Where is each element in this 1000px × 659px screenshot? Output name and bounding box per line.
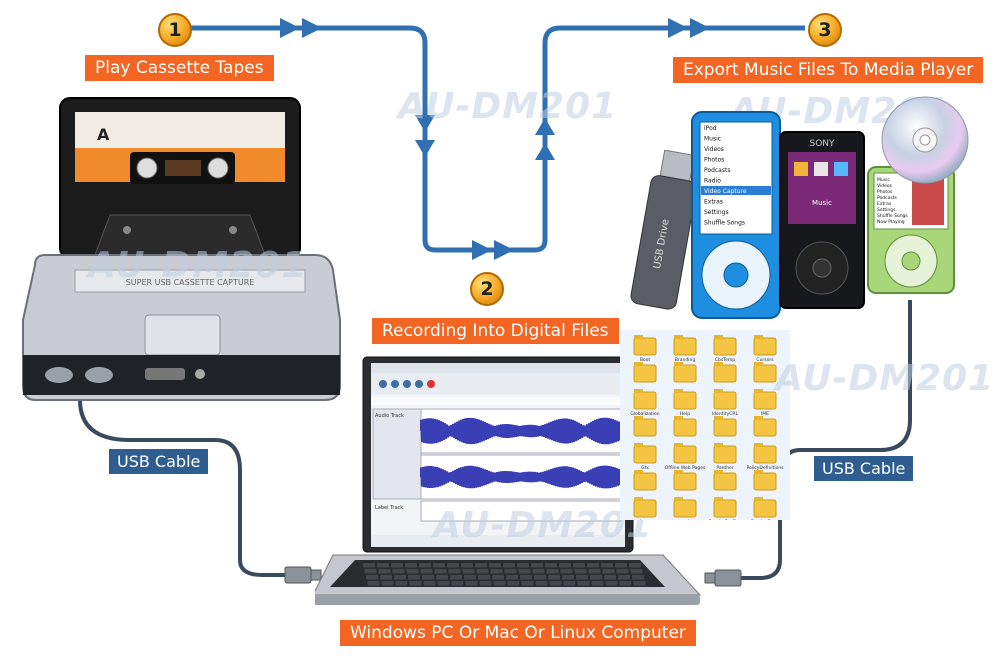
cassette-tape: A xyxy=(59,97,301,259)
player-body-text: SUPER USB CASSETTE CAPTURE xyxy=(126,278,255,287)
folder-label: PolicyDefinitions xyxy=(746,465,784,471)
folder-icon xyxy=(673,391,697,410)
step-3-label: Export Music Files To Media Player xyxy=(673,57,984,83)
folder-label: schemas xyxy=(635,519,656,520)
blue-menu-item: Settings xyxy=(704,209,729,216)
folder-label: security xyxy=(676,519,694,520)
green-menu-item: Shuffle Songs xyxy=(877,213,908,219)
blue-menu-item: Video Capture xyxy=(704,188,747,195)
folder-label: Offline Web Pages xyxy=(665,465,706,471)
folder-label: Branding xyxy=(675,357,696,363)
blue-menu-item: iPod xyxy=(704,125,717,132)
watermark-laptop: AU-DM201 xyxy=(433,505,653,546)
blue-menu-item: Photos xyxy=(704,157,724,164)
watermark-flow: AU-DM201 xyxy=(398,86,618,127)
folder-icon xyxy=(753,364,777,383)
folder-label: Panther xyxy=(716,465,734,471)
step-1-badge: 1 xyxy=(158,13,192,47)
folder-icon xyxy=(753,499,777,518)
folder-icon xyxy=(673,364,697,383)
step-1-label: Play Cassette Tapes xyxy=(85,55,274,81)
green-menu-item: Videos xyxy=(877,183,893,189)
sony-brand: SONY xyxy=(809,139,835,149)
folder-icon xyxy=(673,418,697,437)
folder-label: ServiceState xyxy=(751,519,780,520)
step-2-label: Recording Into Digital Files xyxy=(372,318,619,344)
folder-icon xyxy=(633,418,657,437)
folder-icon xyxy=(673,499,697,518)
folder-icon xyxy=(713,364,737,383)
blue-menu-item: Videos xyxy=(704,146,724,153)
green-menu-item: Now Playing xyxy=(877,219,905,225)
blue-menu-item: Radio xyxy=(704,178,721,185)
green-menu-item: Music xyxy=(877,177,890,183)
folder-icon xyxy=(633,391,657,410)
label-track-label: Label Track xyxy=(375,505,403,511)
folder-label: Cursors xyxy=(756,357,774,363)
folder-label: Globalization xyxy=(630,411,659,417)
cassette-side-label: A xyxy=(97,125,110,144)
audio-track-label: Audio Track xyxy=(375,413,404,419)
green-menu-item: Settings xyxy=(877,207,896,213)
player-body: SUPER USB CASSETTE CAPTURE xyxy=(22,254,341,401)
folder-icon xyxy=(753,391,777,410)
usb-drive: USB Drive xyxy=(630,150,697,310)
folder-icon xyxy=(633,499,657,518)
usb-cable-left-label: USB Cable xyxy=(109,449,209,474)
step-2-badge: 2 xyxy=(470,272,504,306)
folder-icon xyxy=(713,418,737,437)
folder-icon xyxy=(673,445,697,464)
folder-icon xyxy=(633,445,657,464)
folder-icon xyxy=(713,445,737,464)
blue-menu-item: Shuffle Songs xyxy=(704,220,745,227)
computer-label: Windows PC Or Mac Or Linux Computer xyxy=(340,620,696,646)
cd-disc-icon xyxy=(881,96,969,184)
folder-label: Help xyxy=(680,411,690,417)
folder-label: Boot xyxy=(640,357,651,363)
green-player-menu: MusicVideosPhotosPodcastsExtrasSettingsS… xyxy=(877,177,908,225)
folder-icon xyxy=(633,337,657,356)
laptop-computer: Audio Track Label Track xyxy=(315,356,702,605)
cassette-player: A SUPER USB CASSETTE CAPTURE xyxy=(22,97,341,401)
green-menu-item: Photos xyxy=(877,189,893,195)
folder-label: IME xyxy=(761,411,769,417)
folder-icon xyxy=(713,472,737,491)
folder-label: Gfx xyxy=(641,465,649,471)
folder-label: ServiceProfiles xyxy=(709,519,743,520)
folder-icon xyxy=(713,391,737,410)
green-menu-item: Extras xyxy=(877,201,892,207)
blue-menu-item: Music xyxy=(704,136,721,143)
audio-waveform xyxy=(372,408,623,500)
folder-icon xyxy=(753,418,777,437)
sony-screen-text: Music xyxy=(812,199,832,207)
sony-player: SONY Music xyxy=(779,131,865,309)
step-3-badge: 3 xyxy=(808,13,842,47)
folder-icon xyxy=(713,499,737,518)
folder-icon xyxy=(673,472,697,491)
watermark-folders: AU-DM201 xyxy=(775,358,995,399)
blue-menu-item: Extras xyxy=(704,199,723,206)
folder-label: IdentityCRL xyxy=(712,411,739,417)
blue-menu-item: Podcasts xyxy=(704,167,730,174)
folder-icon xyxy=(633,364,657,383)
blue-mp3-player: iPodMusicVideosPhotosPodcastsRadioVideo … xyxy=(691,111,781,319)
green-menu-item: Podcasts xyxy=(877,195,898,201)
usb-cable-right-label: USB Cable xyxy=(814,456,914,481)
folder-icon xyxy=(673,337,697,356)
folder-icon xyxy=(753,445,777,464)
blue-player-menu: iPodMusicVideosPhotosPodcastsRadioVideo … xyxy=(701,125,771,227)
folder-icon xyxy=(633,472,657,491)
folder-label: CbsTemp xyxy=(715,357,735,363)
watermark-cassette: AU-DM201 xyxy=(88,245,308,286)
folder-icon xyxy=(753,472,777,491)
folder-icon xyxy=(753,337,777,356)
folder-icon xyxy=(713,337,737,356)
